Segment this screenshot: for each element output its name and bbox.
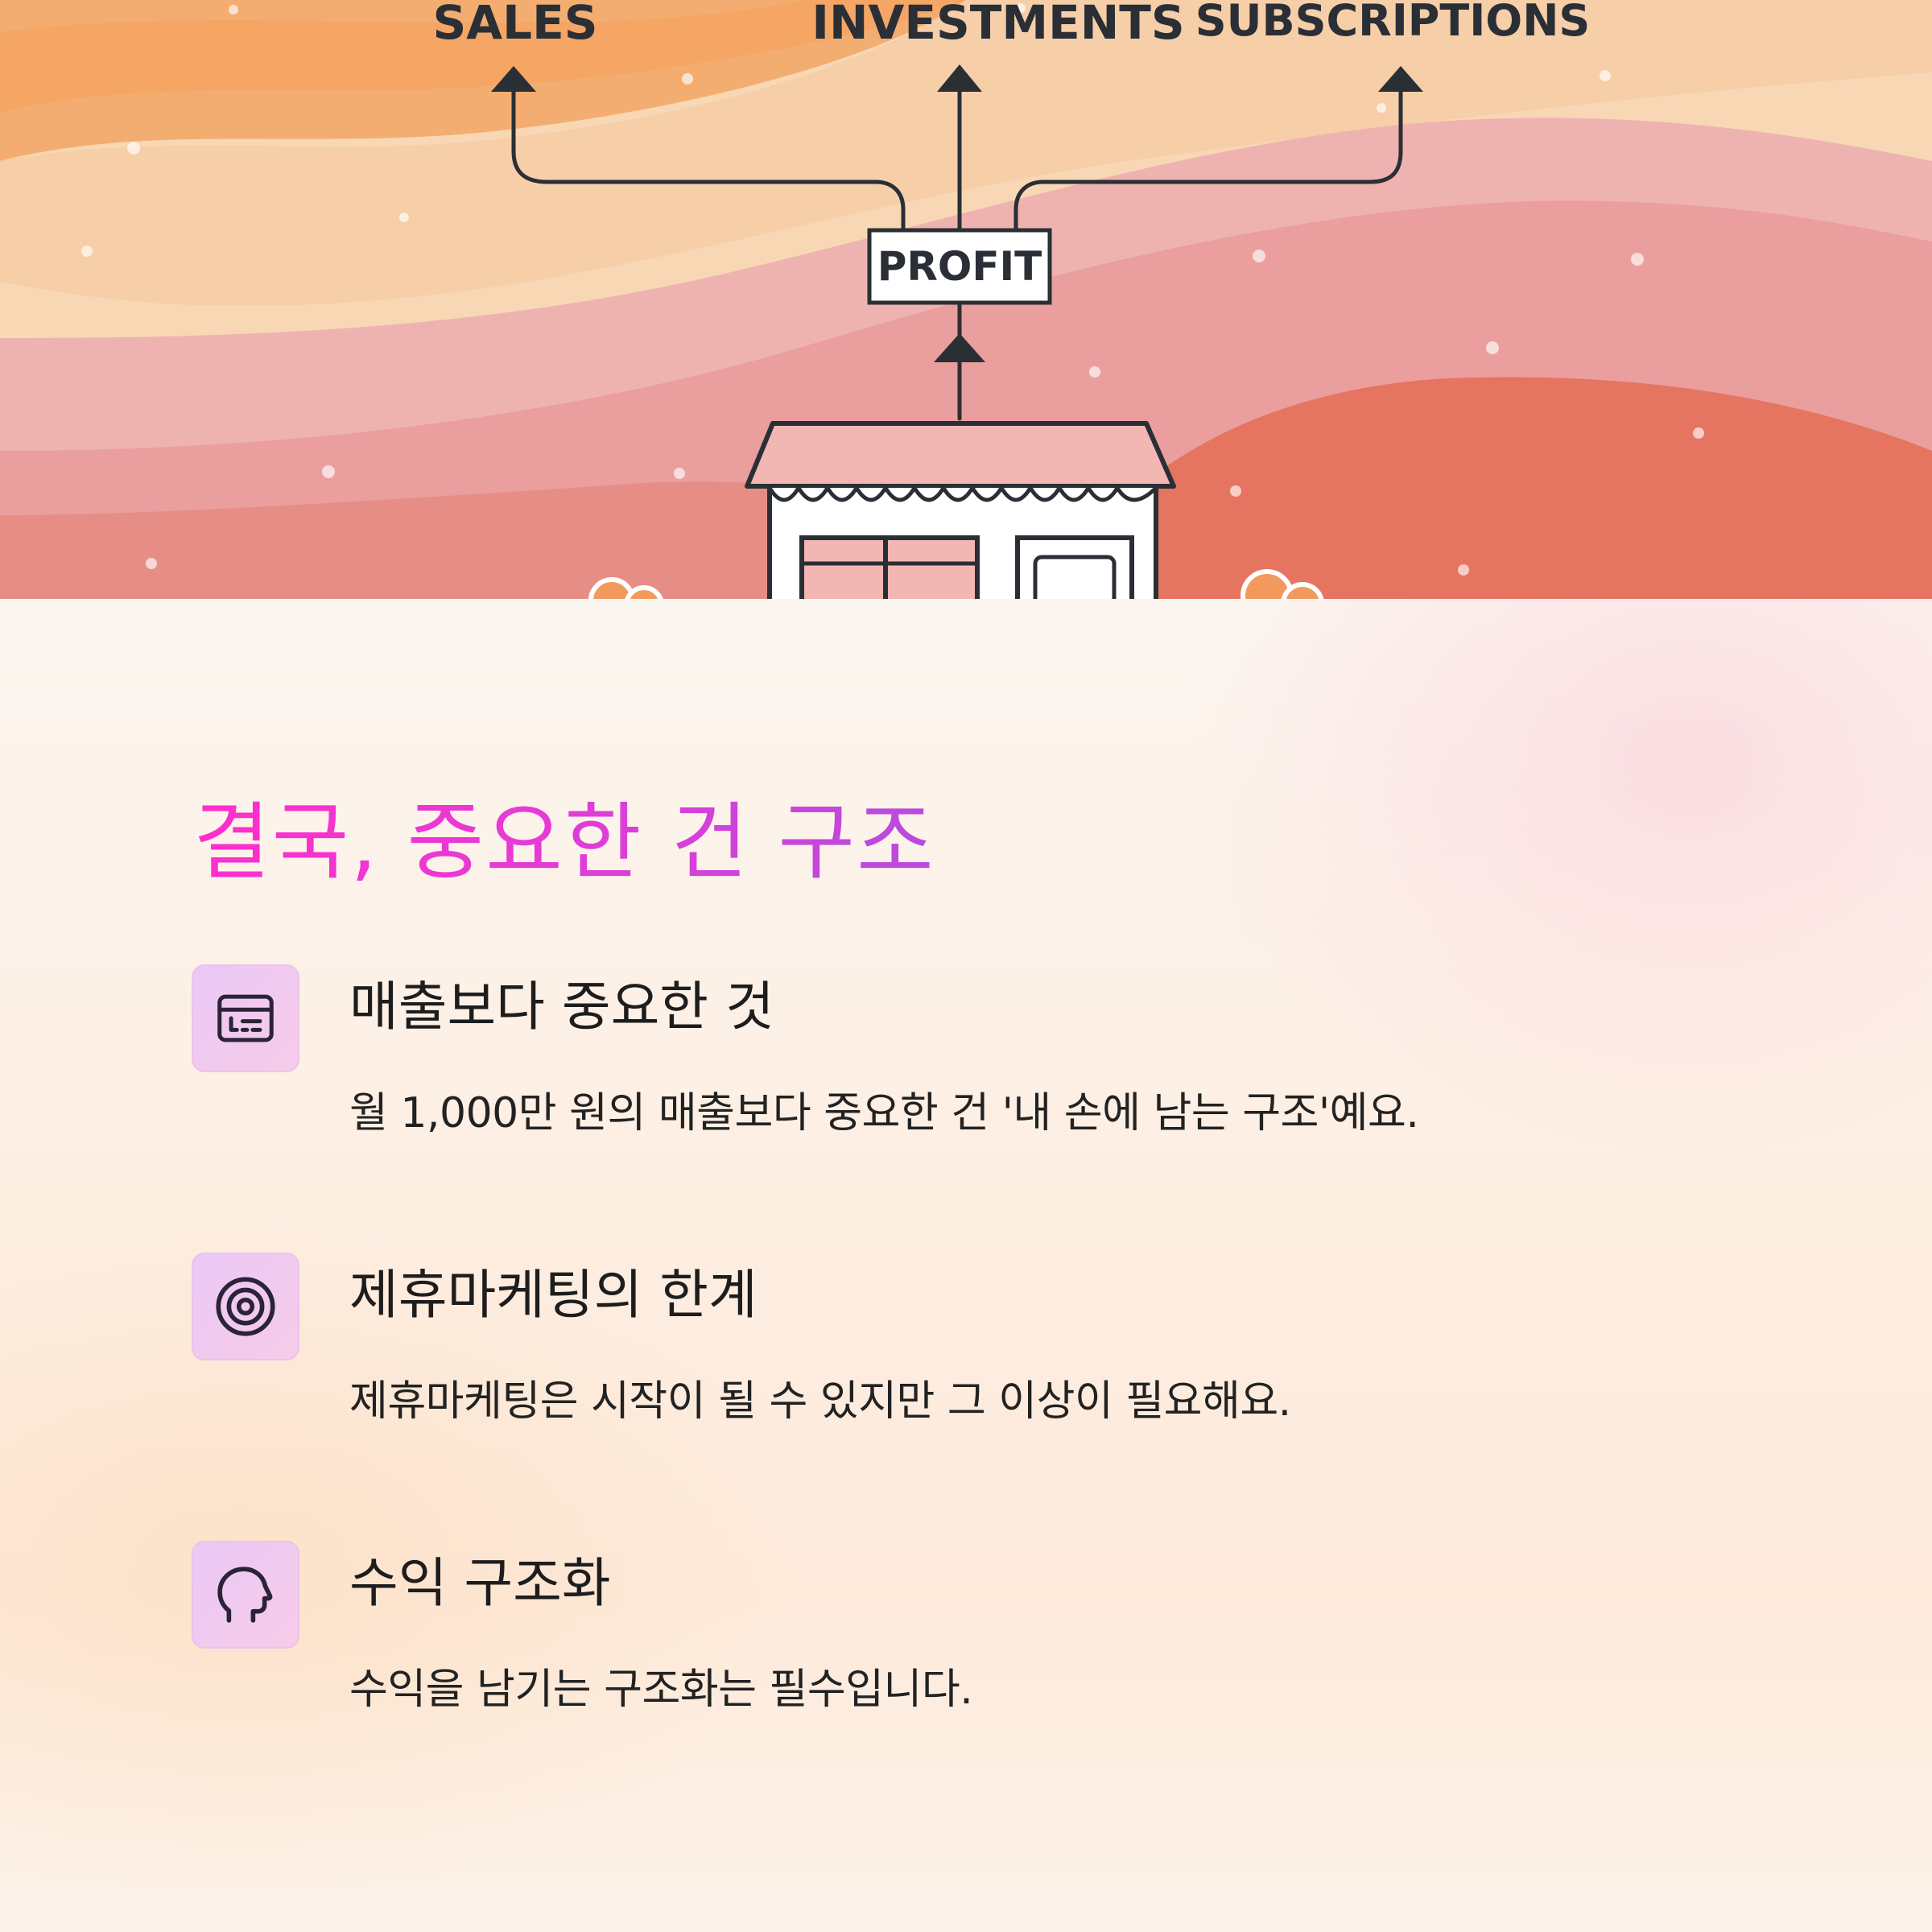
feature-title: 수익 구조화 bbox=[349, 1552, 611, 1614]
arrow-heads bbox=[491, 64, 1423, 362]
feature-item-structure: 수익 구조화 수익을 남기는 구조화는 필수입니다. bbox=[192, 1541, 1721, 1750]
credit-card-icon bbox=[217, 994, 274, 1042]
content-section: 결국, 중요한 건 구조 매출보다 중요한 것 월 1,000만 원의 매출보다… bbox=[0, 599, 1932, 1932]
feature-icon-box bbox=[192, 964, 299, 1072]
investments-label: INVESTMENTS bbox=[811, 0, 1184, 50]
feature-description: 수익을 남기는 구조화는 필수입니다. bbox=[349, 1666, 973, 1714]
feature-item-revenue: 매출보다 중요한 것 월 1,000만 원의 매출보다 중요한 건 '내 손에 … bbox=[192, 964, 1721, 1174]
profit-box bbox=[867, 228, 1052, 305]
profit-label: PROFIT bbox=[877, 243, 1042, 290]
feature-title: 제휴마케팅의 한계 bbox=[349, 1264, 758, 1326]
subscriptions-label: SUBSCRIPTIONS bbox=[1195, 0, 1591, 46]
feature-description: 월 1,000만 원의 매출보다 중요한 건 '내 손에 남는 구조'예요. bbox=[349, 1089, 1419, 1137]
feature-icon-box bbox=[192, 1253, 299, 1360]
shop-icon bbox=[745, 421, 1176, 599]
target-icon bbox=[216, 1277, 275, 1336]
feature-icon-box bbox=[192, 1541, 299, 1649]
bush-decor bbox=[588, 569, 1324, 599]
feature-title: 매출보다 중요한 것 bbox=[349, 976, 774, 1038]
section-title: 결국, 중요한 건 구조 bbox=[193, 786, 935, 898]
head-profile-icon bbox=[217, 1567, 273, 1623]
sales-label: SALES bbox=[432, 0, 597, 50]
arrow-up-icon bbox=[491, 66, 536, 92]
arrow-up-icon bbox=[1378, 66, 1423, 92]
hero-illustration: PROFIT SALES INVESTMENTS SUBSCRIPTIONS bbox=[0, 0, 1932, 599]
arrow-up-icon bbox=[937, 64, 982, 92]
profit-diagram: PROFIT SALES INVESTMENTS SUBSCRIPTIONS bbox=[0, 0, 1932, 599]
arrow-up-icon bbox=[934, 333, 985, 362]
feature-description: 제휴마케팅은 시작이 될 수 있지만 그 이상이 필요해요. bbox=[349, 1377, 1291, 1426]
feature-item-affiliate: 제휴마케팅의 한계 제휴마케팅은 시작이 될 수 있지만 그 이상이 필요해요. bbox=[192, 1253, 1721, 1462]
decor-dots bbox=[81, 3, 1704, 576]
